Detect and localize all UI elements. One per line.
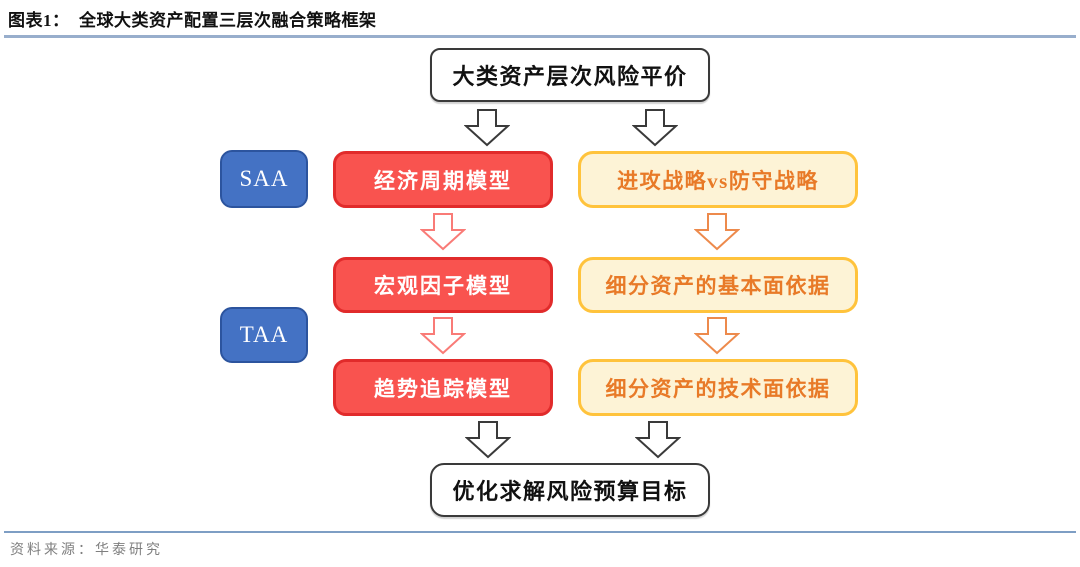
stage-label-saa: SAA [220,150,308,208]
node-fundamental-basis: 细分资产的基本面依据 [578,257,858,313]
stage-label-taa: TAA [220,307,308,363]
node-risk-parity: 大类资产层次风险平价 [430,48,710,102]
figure-title: 图表1： 全球大类资产配置三层次融合策略框架 [8,11,377,30]
down-arrow-icon [635,421,681,459]
down-arrow-icon [632,109,678,147]
node-trend-following-model: 趋势追踪模型 [333,359,553,416]
down-arrow-icon [465,421,511,459]
down-arrow-icon [464,109,510,147]
node-economic-cycle-model: 经济周期模型 [333,151,553,208]
footer-divider-line [4,531,1076,533]
node-risk-budget-optimization: 优化求解风险预算目标 [430,463,710,517]
title-divider-line [4,35,1076,38]
node-macro-factor-model: 宏观因子模型 [333,257,553,313]
node-offense-vs-defense-strategy: 进攻战略vs防守战略 [578,151,858,208]
source-attribution: 资料来源：华泰研究 [10,543,163,558]
down-arrow-icon [420,213,466,251]
down-arrow-icon [694,213,740,251]
node-technical-basis: 细分资产的技术面依据 [578,359,858,416]
down-arrow-icon [694,317,740,355]
down-arrow-icon [420,317,466,355]
